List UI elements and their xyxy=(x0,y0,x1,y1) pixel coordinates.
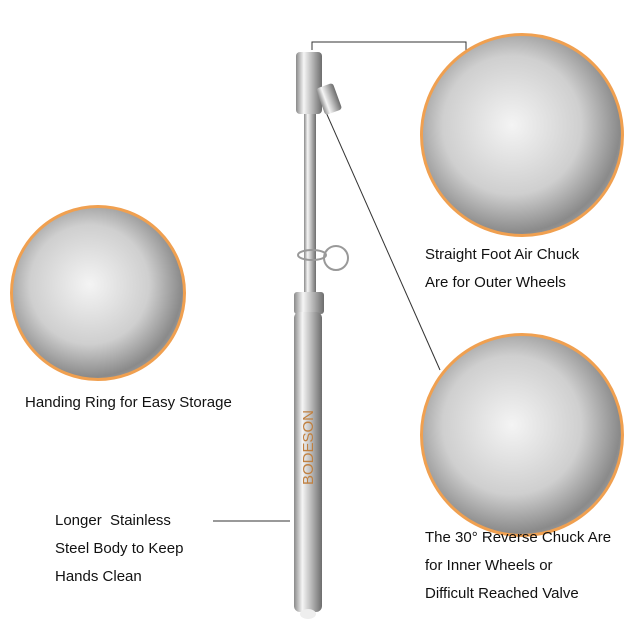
callout-line: The 30° Reverse Chuck Are xyxy=(425,529,612,546)
callout-reverse-chuck: The 30° Reverse Chuck Are for Inner Whee… xyxy=(425,524,611,608)
callout-line: Difficult Reached Valve xyxy=(425,585,579,602)
callout-line: Handing Ring for Easy Storage xyxy=(25,394,232,411)
callout-line: Steel Body to Keep xyxy=(55,540,184,557)
callout-line: Longer Stainless xyxy=(55,512,171,529)
tire-gauge: BODESON xyxy=(294,52,349,619)
callout-line: Straight Foot Air Chuck xyxy=(425,246,580,263)
detail-hanging-ring xyxy=(10,205,186,381)
callout-line: Hands Clean xyxy=(55,568,142,585)
callout-line: for Inner Wheels or xyxy=(425,557,553,574)
detail-reverse-chuck xyxy=(420,333,624,537)
callout-body: Longer Stainless Steel Body to Keep Hand… xyxy=(55,507,183,591)
callout-line: Are for Outer Wheels xyxy=(425,274,566,291)
callout-straight-chuck: Straight Foot Air Chuck Are for Outer Wh… xyxy=(425,241,579,297)
brand-logo: BODESON xyxy=(300,410,317,485)
callout-ring: Handing Ring for Easy Storage xyxy=(25,389,232,417)
detail-straight-chuck xyxy=(420,33,624,237)
